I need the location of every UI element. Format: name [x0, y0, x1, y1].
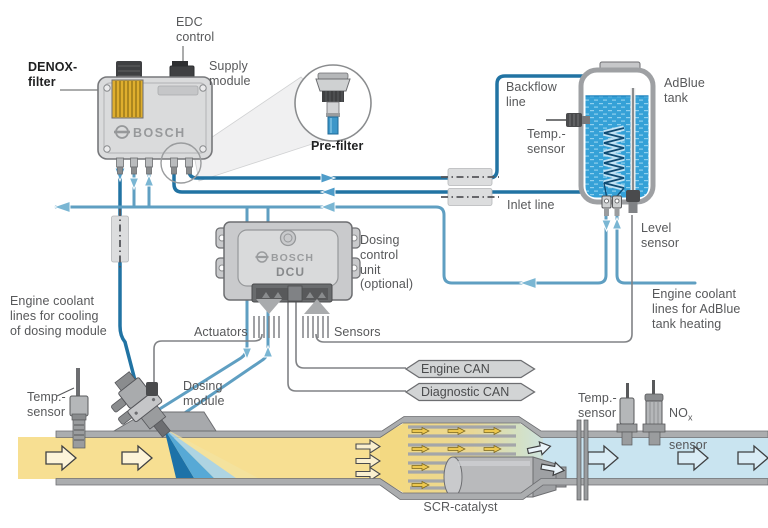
actuator-arrow-icon: [256, 299, 282, 314]
coolant-line-heating: [615, 212, 697, 285]
dosing-control-unit-label: Dosing control unit (optional): [360, 233, 414, 292]
flow-arrows: [52, 167, 623, 361]
nox-prefix: NO: [669, 405, 688, 420]
turbulence-arrows: [355, 438, 382, 482]
nox-sensor-label: NOx sensor: [669, 391, 707, 467]
sensor-arrow-icon: [304, 299, 330, 314]
actuator-wire: [153, 333, 263, 384]
level-sensor-label: Level sensor: [641, 221, 680, 250]
io-symbols: [253, 299, 330, 338]
dosing-module-label: Dosing module: [183, 379, 225, 408]
denox-filter-label: DENOX- filter: [28, 60, 78, 89]
pre-filter-label: Pre-filter: [311, 139, 364, 153]
pre-filter-inset: [294, 64, 372, 142]
engine-can-badge: [404, 359, 536, 379]
tank-heating-coil: [603, 125, 625, 197]
exit-flow-arrows: [526, 441, 566, 477]
scr-catalyst-label: SCR-catalyst: [423, 500, 498, 514]
tank-coolant-ports: [601, 195, 622, 216]
catalyst-canister: [443, 456, 567, 498]
svg-text:DCU: DCU: [276, 265, 305, 279]
clean-gas-arrows: [587, 444, 768, 472]
dosing-module-injector: [111, 371, 171, 438]
tank-temp-sensor-icon: [546, 113, 590, 127]
pipe-walls: [55, 416, 768, 500]
hot-gas-arrows: [45, 444, 153, 472]
exhaust-temp-sensor-left-icon: [69, 368, 89, 449]
exhaust-temp-sensor-right-icon: [616, 383, 638, 446]
denox-filter-element: [111, 79, 144, 119]
supply-module: BOSCH: [97, 61, 213, 184]
sensors-label: Sensors: [334, 325, 381, 339]
magnifier-source-circle: [160, 142, 202, 184]
coolant-cooling-label: Engine coolant lines for cooling of dosi…: [10, 294, 107, 338]
exhaust-temp-sensor-right-label: Temp.- sensor: [578, 391, 617, 420]
wires: [153, 215, 633, 392]
tank-temp-sensor-label: Temp.- sensor: [527, 127, 566, 156]
spray-cone: [164, 428, 258, 478]
diagnostic-can-wire: [287, 302, 406, 392]
backflow-line-label: Backflow line: [506, 80, 557, 109]
level-sensor-icon: [626, 88, 640, 213]
heated-line-symbols: [111, 168, 499, 269]
level-sensor-wire: [315, 215, 633, 343]
diagnostic-can-badge: [404, 382, 536, 402]
dosing-module-assembly: [111, 371, 258, 478]
bosch-logo-supply: BOSCH: [114, 125, 186, 140]
bosch-logo-dcu: BOSCH DCU: [255, 251, 314, 279]
exhaust-temp-sensor-left-label: Temp.- sensor: [27, 390, 66, 419]
supply-module-ports: [116, 157, 193, 175]
svg-text:BOSCH: BOSCH: [133, 126, 186, 140]
nox-sensor-icon: [642, 380, 666, 446]
pipe-flange: [576, 419, 589, 501]
adblue-tank: [546, 61, 656, 216]
actuators-label: Actuators: [194, 325, 248, 339]
inlet-line-label: Inlet line: [507, 198, 555, 212]
inlet-line-pipe: [172, 158, 585, 194]
edc-control-label: EDC control: [176, 15, 215, 44]
adblue-tank-label: AdBlue tank: [664, 76, 705, 105]
supply-module-label: Supply module: [209, 59, 251, 88]
pressure-line-pipe: [118, 158, 140, 394]
engine-can-wire: [295, 302, 406, 369]
backflow-line-pipe: [187, 74, 587, 180]
nox-word: sensor: [669, 437, 708, 452]
pre-filter-element: [322, 91, 344, 102]
diagnostic-can-label: Diagnostic CAN: [421, 385, 510, 399]
svg-text:BOSCH: BOSCH: [271, 252, 314, 264]
nox-subscript: x: [687, 412, 693, 423]
coolant-heating-label: Engine coolant lines for AdBlue tank hea…: [652, 287, 741, 331]
dosing-control-unit: BOSCH DCU: [215, 221, 361, 303]
coolant-line-main: [54, 205, 608, 285]
engine-can-label: Engine CAN: [421, 362, 490, 376]
injector-electrical-connector: [146, 382, 158, 396]
